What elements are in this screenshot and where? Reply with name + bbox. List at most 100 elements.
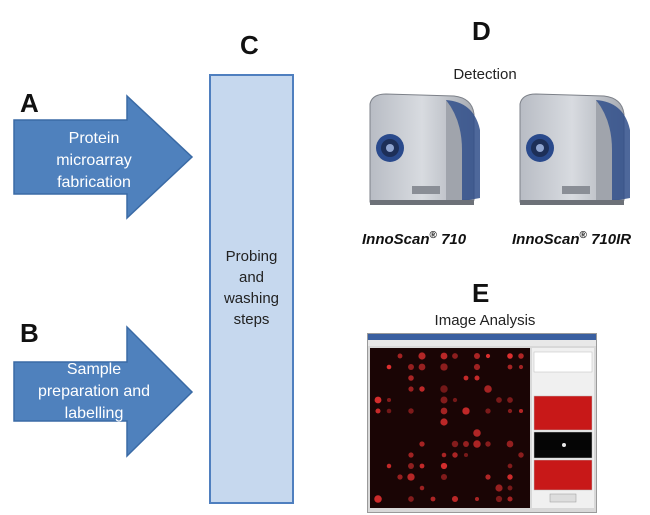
microarray-spot: [507, 474, 513, 480]
microarray-spot: [451, 440, 459, 448]
microarray-spot: [518, 364, 524, 370]
microarray-spot: [419, 463, 425, 469]
arrow-a-line-2: microarray: [56, 152, 132, 169]
microarray-spot: [484, 385, 492, 393]
microarray-spot: [506, 440, 514, 448]
microarray-spot: [463, 375, 469, 381]
microarray-spot: [473, 352, 481, 360]
microarray-spot: [451, 495, 459, 503]
microarray-spot: [440, 396, 448, 404]
column-line-3: washing: [223, 290, 280, 307]
arrow-a-shape: [13, 94, 194, 220]
microarray-spot: [408, 496, 414, 502]
device-caption-710ir: InnoScan® 710IR: [512, 230, 631, 248]
microarray-spot: [386, 397, 392, 403]
microarray-spot: [474, 375, 480, 381]
microarray-spot: [507, 485, 513, 491]
microarray-spot: [473, 429, 481, 437]
arrow-b-shape: [13, 325, 194, 458]
label-c: C: [240, 30, 259, 60]
microarray-spot: [407, 473, 415, 481]
arrow-a-text: Protein microarray fabrication: [14, 128, 174, 194]
microarray-spot: [408, 364, 414, 370]
label-d: D: [472, 16, 491, 46]
microarray-spot: [408, 463, 414, 469]
microarray-spot: [507, 463, 513, 469]
microarray-spot: [485, 353, 491, 359]
microarray-spot: [419, 441, 425, 447]
microarray-spot: [518, 452, 524, 458]
microarray-spot: [440, 352, 448, 360]
label-e: E: [472, 278, 490, 308]
microarray-spot: [440, 418, 448, 426]
microarray-spot: [507, 353, 513, 359]
microarray-spot: [485, 441, 491, 447]
microarray-spot: [495, 495, 503, 503]
label-b: B: [20, 318, 39, 348]
microarray-spot: [408, 386, 414, 392]
column-line-2: and: [238, 269, 265, 286]
microarray-spot: [386, 364, 392, 370]
microarray-spot: [496, 397, 502, 403]
microarray-spot: [507, 496, 513, 502]
microarray-spot: [463, 441, 469, 447]
microarray-spot: [386, 408, 392, 414]
microarray-spot: [441, 452, 447, 458]
device-caption-710: InnoScan® 710: [362, 230, 466, 248]
microarray-spot: [495, 484, 503, 492]
microarray-spot: [452, 452, 458, 458]
microarray-spot: [485, 474, 491, 480]
device-2-reg: ®: [579, 230, 587, 241]
probing-washing-column: [209, 74, 294, 504]
image-analysis-label: Image Analysis: [434, 312, 536, 329]
microarray-spot: [518, 353, 524, 359]
microarray-spot: [507, 397, 513, 403]
microarray-spot: [474, 496, 480, 502]
device-2-name: InnoScan: [512, 231, 580, 248]
column-line-1: Probing: [225, 248, 278, 265]
arrow-a-line-3: fabrication: [57, 174, 131, 191]
microarray-spot: [418, 363, 426, 371]
microarray-spot: [485, 408, 491, 414]
microarray-spot: [462, 407, 470, 415]
arrow-a-line-1: Protein: [68, 130, 120, 147]
arrow-b-line-2: preparation and: [37, 383, 151, 400]
microarray-spot: [440, 363, 448, 371]
microarray-spot: [507, 408, 513, 414]
microarray-spot: [408, 375, 414, 381]
arrow-b-text: Sample preparation and labelling: [14, 359, 174, 425]
device-1-reg: ®: [429, 230, 437, 241]
device-1-model: 710: [441, 231, 467, 248]
microarray-spot: [473, 363, 481, 371]
microarray-spot: [408, 452, 414, 458]
arrow-b-line-3: labelling: [64, 405, 124, 422]
column-text: Probing and washing steps: [209, 246, 294, 330]
scanner-device-710: [369, 93, 480, 205]
microarray-spot: [463, 452, 469, 458]
microarray-spots: [374, 352, 524, 503]
software-window: [368, 334, 596, 508]
microarray-spot: [374, 495, 382, 503]
analysis-software-screenshot: [367, 333, 597, 513]
microarray-spot: [397, 353, 403, 359]
microarray-spot: [430, 496, 436, 502]
microarray-spot: [440, 473, 448, 481]
microarray-spot: [386, 463, 392, 469]
microarray-spot: [419, 386, 425, 392]
label-a: A: [20, 88, 39, 118]
microarray-spot: [473, 440, 481, 448]
microarray-spot: [375, 408, 381, 414]
microarray-spot: [518, 408, 524, 414]
microarray-spot: [452, 353, 458, 359]
microarray-spot: [440, 407, 448, 415]
scanner-device-710ir: [519, 93, 630, 205]
microarray-spot: [397, 474, 403, 480]
column-line-4: steps: [233, 311, 270, 328]
microarray-spot: [452, 397, 458, 403]
microarray-spot: [440, 462, 448, 470]
microarray-spot: [419, 485, 425, 491]
microarray-spot: [418, 352, 426, 360]
detection-label: Detection: [453, 66, 517, 83]
microarray-spot: [374, 396, 382, 404]
